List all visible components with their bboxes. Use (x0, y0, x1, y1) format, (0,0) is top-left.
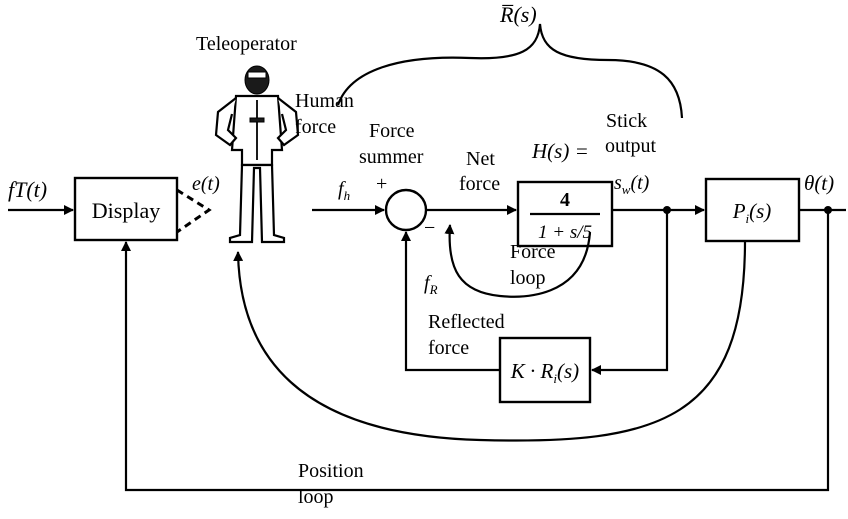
stick-output-label-line2: output (605, 135, 657, 157)
position-loop-arrow (121, 210, 830, 492)
human-force-label-line2: force (295, 116, 336, 138)
rbar-label: R̅(s) (499, 2, 537, 27)
visual-loop-arrow (233, 240, 747, 442)
stick-signal-label: sw(t) (614, 172, 650, 197)
force-loop-arrow (444, 224, 592, 298)
display-output-dashed (176, 188, 212, 234)
teleoperator-figure-icon (214, 65, 300, 244)
force-summer-label-line2: summer (359, 146, 424, 168)
net-force-label-line1: Net (466, 148, 495, 170)
h-equation-label: H(s) = (531, 139, 589, 163)
reflected-force-arrow (401, 231, 500, 372)
reflected-force-label-line2: force (428, 337, 469, 359)
fr-label: fR (424, 272, 438, 297)
rbar-brace (336, 23, 684, 119)
force-loop-label-line2: loop (510, 267, 546, 289)
human-force-label-line1: Human (295, 90, 354, 112)
fh-label: fh (338, 178, 350, 203)
error-label: e(t) (192, 173, 220, 195)
p-block-label: Pi(s) (732, 199, 772, 226)
position-loop-label-line1: Position (298, 460, 364, 482)
display-label: Display (92, 198, 160, 223)
net-force-label-line2: force (459, 173, 500, 195)
force-summer-label-line1: Force (369, 120, 415, 142)
plus-sign: + (376, 173, 387, 195)
display-block (73, 176, 179, 242)
stick-output-label-line1: Stick (606, 110, 647, 132)
reflection-k-block (498, 336, 592, 404)
h-denominator: 1 + s/5 (538, 222, 592, 243)
input-label: fT(t) (8, 177, 47, 202)
reflected-force-label-line1: Reflected (428, 311, 505, 333)
teleoperator-label: Teleoperator (196, 33, 297, 55)
plant-p-block (704, 177, 801, 243)
position-loop-label-line2: loop (298, 486, 334, 508)
force-loop-label-line1: Force (510, 241, 556, 263)
k-block-label: K · Ri(s) (510, 359, 579, 386)
stick-to-k-arrow (591, 210, 669, 375)
force-summer-junction (384, 188, 428, 232)
h-numerator: 4 (560, 189, 570, 211)
output-label: θ(t) (804, 171, 834, 195)
minus-sign: − (424, 217, 435, 239)
